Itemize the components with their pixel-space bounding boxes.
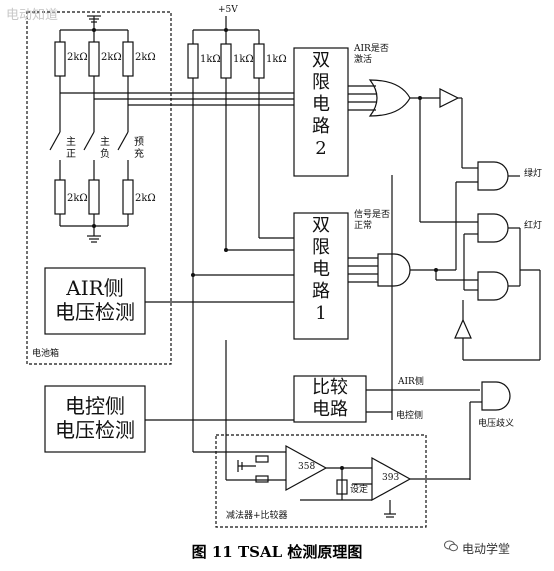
buffer-top bbox=[439, 88, 460, 108]
subtractor-label: 减法器+比较器 bbox=[226, 511, 288, 521]
resistor-bottom-2-label: 2kΩ bbox=[135, 193, 156, 204]
chip-393-label: 393 bbox=[382, 473, 400, 483]
resistor-left-2-label: 2kΩ bbox=[101, 52, 122, 63]
resistor-bottom-3 bbox=[122, 179, 134, 215]
compare-circuit-box bbox=[293, 375, 367, 423]
switch-main-neg-label: 主 负 bbox=[100, 137, 110, 160]
switch-precharge-label: 预 充 bbox=[134, 137, 144, 160]
resistor-mid-1-label: 1kΩ bbox=[200, 54, 221, 65]
or-gate bbox=[368, 79, 411, 117]
battery-box-frame bbox=[26, 11, 172, 365]
brand-label: 电动学堂 bbox=[462, 542, 511, 556]
resistor-mid-2-label: 1kΩ bbox=[233, 54, 254, 65]
and-gate-signal bbox=[377, 253, 411, 287]
resistor-left-3-label: 2kΩ bbox=[135, 52, 156, 63]
resistor-left-3 bbox=[122, 41, 134, 77]
limit-circuit-2-box bbox=[293, 47, 349, 177]
signal-normal-label: 信号是否 正常 bbox=[354, 210, 391, 231]
resistor-mid-3-label: 1kΩ bbox=[266, 54, 287, 65]
resistor-mid-3 bbox=[253, 43, 265, 79]
chip-358-label: 358 bbox=[298, 462, 316, 472]
resistor-left-1 bbox=[54, 41, 66, 77]
air-voltage-detect-label: AIR侧 电压检测 bbox=[55, 276, 135, 324]
switch-main-pos-label: 主 正 bbox=[66, 137, 76, 160]
figure-caption: 图 11 TSAL 检测原理图 bbox=[191, 543, 363, 561]
ecu-voltage-detect-box bbox=[44, 385, 146, 453]
ecu-voltage-detect-label: 电控侧 电压检测 bbox=[55, 394, 135, 442]
wechat-icon bbox=[444, 540, 458, 552]
resistor-mid-2 bbox=[220, 43, 232, 79]
ecu-side-label: 电控侧 bbox=[396, 411, 424, 421]
resistor-bottom-1-label: 2kΩ bbox=[67, 193, 88, 204]
subtractor-frame bbox=[215, 434, 427, 528]
and-gate-third bbox=[477, 271, 509, 301]
resistor-left-2 bbox=[88, 41, 100, 77]
and-gate-voltage bbox=[481, 381, 511, 411]
air-side-label: AIR侧 bbox=[398, 377, 424, 387]
resistor-left-1-label: 2kΩ bbox=[67, 52, 88, 63]
air-active-label: AIR是否 激活 bbox=[354, 44, 389, 65]
and-gate-green bbox=[477, 161, 509, 191]
battery-box-label: 电池箱 bbox=[32, 349, 60, 359]
limit-circuit-2-label: 双 限 电 路 2 bbox=[312, 50, 330, 159]
setpoint-label: 设定 bbox=[350, 485, 369, 495]
air-voltage-detect-box bbox=[44, 267, 146, 335]
compare-circuit-label: 比较 电路 bbox=[312, 377, 348, 420]
limit-circuit-1-box bbox=[293, 212, 349, 340]
and-gate-red bbox=[477, 213, 509, 243]
resistor-sub-2 bbox=[255, 475, 269, 483]
opamp-358 bbox=[285, 444, 328, 492]
green-light-label: 绿灯 bbox=[524, 169, 543, 179]
voltage-diff-label: 电压歧义 bbox=[478, 419, 515, 429]
watermark: 电动知道 bbox=[6, 8, 59, 23]
resistor-setpoint bbox=[336, 479, 348, 495]
resistor-bottom-2 bbox=[88, 179, 100, 215]
resistor-mid-1 bbox=[187, 43, 199, 79]
supply-label: +5V bbox=[218, 5, 238, 15]
resistor-sub-1 bbox=[255, 455, 269, 463]
buffer-up bbox=[454, 318, 472, 339]
limit-circuit-1-label: 双 限 电 路 1 bbox=[312, 215, 330, 324]
red-light-label: 红灯 bbox=[524, 221, 543, 231]
comparator-393 bbox=[371, 456, 412, 502]
resistor-bottom-1 bbox=[54, 179, 66, 215]
